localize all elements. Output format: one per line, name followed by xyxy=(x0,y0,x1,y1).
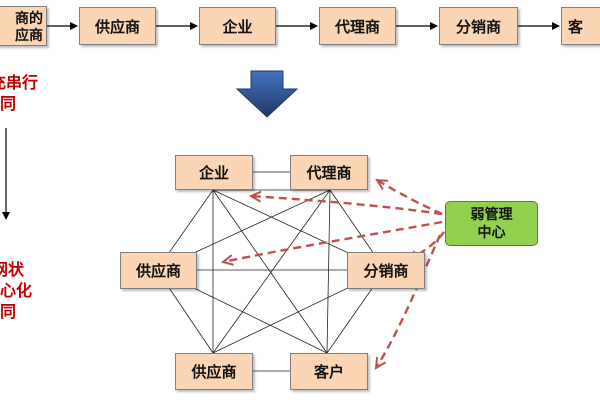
node-customer: 客户 xyxy=(290,353,368,390)
node-distributor: 分销商 xyxy=(347,252,425,289)
chain-box-agent: 代理商 xyxy=(319,7,396,45)
weak-center-line1: 弱管理 xyxy=(470,206,513,223)
node-supplier-left: 供应商 xyxy=(120,252,197,289)
label-serial-collab-line2: 协同 xyxy=(0,94,17,113)
label-mesh-collab: 网状 中心化 协同 xyxy=(0,259,32,322)
chain-box-supplier: 供应商 xyxy=(79,7,156,45)
label-serial-collab: 充串行 协同 xyxy=(0,72,38,114)
label-mesh-collab-line2: 中心化 xyxy=(0,281,33,300)
node-agent: 代理商 xyxy=(290,155,368,190)
weak-management-center: 弱管理 中心 xyxy=(445,201,538,246)
chain-box-first: 商的 应商 xyxy=(0,6,47,46)
chain-box-first-line1: 商的 xyxy=(15,11,43,27)
chain-box-enterprise: 企业 xyxy=(199,7,276,45)
chain-box-customer: 客 xyxy=(561,7,600,45)
node-supplier-bottom: 供应商 xyxy=(175,353,253,390)
node-enterprise: 企业 xyxy=(175,155,253,190)
label-serial-collab-line1: 充串行 xyxy=(0,73,39,92)
big-down-arrow xyxy=(235,70,299,118)
weak-center-line2: 中心 xyxy=(477,224,506,241)
chain-box-first-line2: 应商 xyxy=(15,28,43,44)
label-mesh-collab-line1: 网状 xyxy=(0,260,25,279)
chain-box-distributor: 分销商 xyxy=(439,7,518,45)
label-mesh-collab-line3: 协同 xyxy=(0,302,17,321)
